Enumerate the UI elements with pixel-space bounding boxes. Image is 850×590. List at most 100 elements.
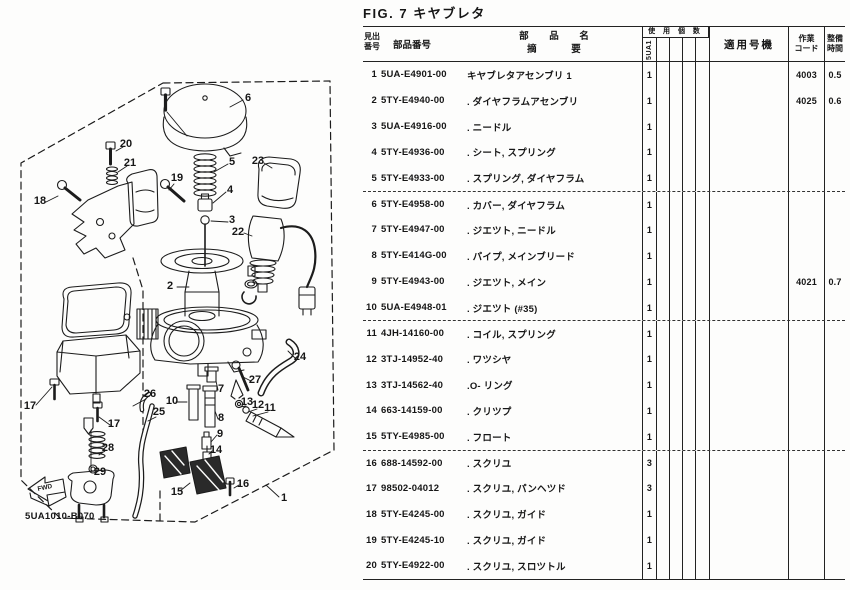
col-code — [788, 346, 824, 373]
col-no: 17 — [366, 482, 377, 494]
callout: 1 — [281, 492, 287, 504]
header-name-line1: 部 品 名 — [519, 31, 598, 42]
table-row: 13 3TJ-14562-40 .O- リング 1 — [363, 372, 845, 398]
col-part: 5TY-E4933-00 — [381, 172, 445, 184]
table-row: 15 5TY-E4985-00 . フロート 1 — [363, 423, 845, 450]
table-row: 7 5TY-E4947-00 . ジエツト, ニードル 1 — [363, 217, 845, 243]
table-row: 11 4JH-14160-00 . コイル, スプリング 1 — [363, 320, 845, 347]
hose-24 — [257, 338, 300, 397]
col-part: 5TY-E4936-00 — [381, 146, 445, 158]
col-desc: . スクリユ — [467, 459, 512, 471]
sensor-22 — [247, 215, 317, 316]
col-qty: 1 — [642, 527, 656, 554]
col-no: 20 — [366, 560, 377, 572]
col-time — [824, 321, 845, 347]
col-no: 10 — [366, 302, 377, 314]
col-part: 5TY-E4947-00 — [381, 224, 445, 236]
col-desc: . クリツプ — [467, 406, 512, 418]
col-time — [824, 501, 845, 528]
col-code — [788, 113, 824, 140]
bowl-gasket — [61, 282, 132, 338]
col-no: 13 — [366, 379, 377, 391]
col-no: 12 — [366, 353, 377, 365]
callout: 12 — [252, 399, 264, 411]
table-row: 14 663-14159-00 . クリツプ 1 — [363, 397, 845, 424]
callout: 17 — [108, 418, 120, 430]
col-model — [709, 242, 788, 269]
callout: 17 — [24, 400, 36, 412]
float-15 — [159, 446, 235, 497]
header-qty-col5 — [695, 27, 709, 61]
header-part-name: 部 品 名 摘 要 — [466, 27, 642, 61]
col-model — [709, 294, 788, 321]
table-row: 9 5TY-E4943-00 . ジエツト, メイン 1 4021 0.7 — [363, 268, 845, 295]
col-no: 19 — [366, 534, 377, 546]
col-code — [788, 527, 824, 554]
exploded-diagram: 6 20 21 19 18 5 23 4 3 22 2 24 27 7 26 1… — [20, 80, 335, 523]
col-no: 5 — [371, 172, 377, 184]
col-model — [709, 553, 788, 579]
col-no: 16 — [366, 457, 377, 469]
callout: 8 — [218, 412, 224, 424]
diaphragm-cover — [160, 83, 248, 157]
table-row: 20 5TY-E4922-00 . スクリユ, スロツトル 1 — [363, 553, 845, 579]
col-qty: 1 — [642, 423, 656, 450]
col-part: 5TY-E4985-00 — [381, 431, 445, 443]
col-part: 5UA-E4948-01 — [381, 302, 447, 314]
callout: 21 — [124, 157, 136, 169]
table-row: 1 5UA-E4901-00 キヤブレタアセンブリ 1 1 4003 0.5 — [363, 62, 845, 88]
col-code — [788, 423, 824, 450]
col-part: 5TY-E4943-00 — [381, 276, 445, 288]
col-no: 4 — [371, 146, 377, 158]
table-row: 8 5TY-E414G-00 . パイプ, メインブリード 1 — [363, 242, 845, 269]
col-no: 6 — [371, 199, 377, 211]
figure-title: FIG. 7 キヤブレタ — [363, 6, 486, 21]
header-qty-model-code: 5UA1 — [645, 40, 653, 60]
col-model — [709, 113, 788, 140]
col-code — [788, 321, 824, 347]
col-desc: . ジエツト, メイン — [467, 277, 547, 289]
col-part: 5TY-E4922-00 — [381, 560, 445, 572]
col-code: 4003 — [788, 62, 824, 88]
header-name-line2: 摘 要 — [527, 43, 597, 55]
callout: 22 — [232, 226, 244, 238]
col-time — [824, 397, 845, 424]
col-desc: キヤブレタアセンブリ 1 — [467, 70, 572, 82]
col-qty: 1 — [642, 242, 656, 269]
callout: 9 — [217, 428, 223, 440]
col-code — [788, 217, 824, 243]
table-row: 16 688-14592-00 . スクリユ 3 — [363, 449, 845, 476]
jets — [186, 366, 219, 462]
col-desc: . ダイヤフラムアセンブリ — [467, 96, 579, 108]
header-part-number: 部品番号 — [393, 40, 432, 51]
col-time — [824, 372, 845, 398]
col-part: 5TY-E4245-10 — [381, 534, 445, 546]
col-qty: 3 — [642, 475, 656, 502]
col-model — [709, 501, 788, 528]
col-qty: 1 — [642, 501, 656, 528]
col-time — [824, 346, 845, 373]
header-item-line2: 番号 — [364, 42, 380, 52]
callout: 6 — [245, 92, 251, 104]
col-desc: . スプリング, ダイヤフラム — [467, 174, 585, 186]
col-no: 15 — [366, 431, 377, 443]
header-time-line2: 時間 — [827, 44, 843, 53]
header-code-line2: コード — [794, 44, 819, 53]
col-code — [788, 397, 824, 424]
col-code — [788, 242, 824, 269]
callout: 18 — [34, 195, 46, 207]
table-row: 18 5TY-E4245-00 . スクリユ, ガイド 1 — [363, 501, 845, 528]
float-bowl — [49, 334, 141, 423]
col-desc: . スクリユ, パンヘツド — [467, 484, 567, 496]
bracket-assembly — [56, 141, 186, 259]
header-work-code: 作業 コード — [788, 27, 824, 61]
callout: 15 — [171, 486, 183, 498]
col-qty: 1 — [642, 192, 656, 218]
col-no: 18 — [366, 508, 377, 520]
header-qty-col2 — [656, 27, 669, 61]
col-qty: 1 — [642, 372, 656, 398]
parts-table: 見出 番号 部品番号 部 品 名 摘 要 適用号機 作業 コード 整備 時間 使… — [363, 26, 845, 580]
col-desc: . パイプ, メインブリード — [467, 251, 576, 263]
col-model — [709, 346, 788, 373]
col-desc: . スクリユ, ガイド — [467, 510, 547, 522]
